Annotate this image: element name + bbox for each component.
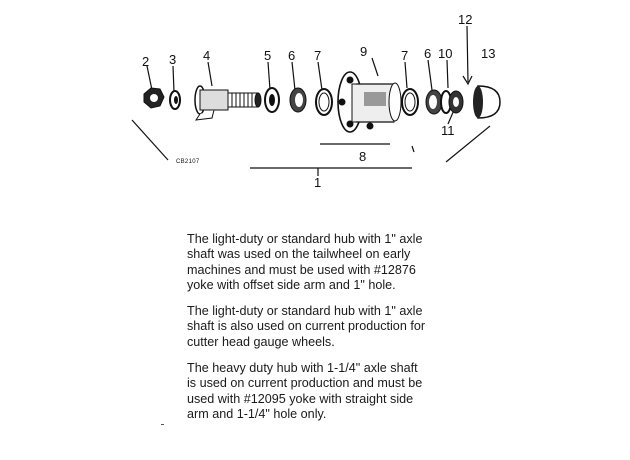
label-part-9: 9 — [360, 44, 367, 59]
label-part-13: 13 — [481, 46, 495, 61]
leader-7b — [404, 61, 408, 89]
bracket-right — [445, 125, 491, 163]
leader-6b — [427, 59, 433, 91]
label-part-8: 8 — [359, 149, 366, 164]
label-part-6b: 6 — [424, 46, 431, 61]
leader-4 — [207, 61, 213, 87]
leader-7a — [317, 61, 323, 91]
washer-part — [169, 90, 181, 110]
leader-5 — [267, 61, 271, 91]
leader-3 — [172, 65, 175, 93]
description-paragraph: The heavy duty hub with 1-1/4" axle shaf… — [187, 361, 423, 421]
label-part-11: 11 — [441, 123, 455, 138]
tick-mark — [411, 145, 415, 153]
hub-part — [337, 71, 402, 133]
description-paragraph: The light-duty or standard hub with 1" a… — [187, 304, 426, 349]
bracket-left — [131, 119, 169, 161]
label-part-5: 5 — [264, 48, 271, 63]
exploded-hub-diagram: 2 3 4 5 6 7 9 7 6 10 12 13 11 8 1 CB2107 — [131, 12, 501, 190]
label-part-7b: 7 — [401, 48, 408, 63]
nut-part — [143, 87, 165, 109]
leader-10 — [446, 59, 449, 89]
bearing-cup-right-part — [401, 88, 419, 116]
description-paragraph: The light-duty or standard hub with 1" a… — [187, 232, 423, 292]
axle-shaft-part — [194, 85, 262, 121]
castle-nut-part — [448, 90, 464, 114]
leader-9 — [371, 57, 379, 77]
seal-part — [264, 87, 280, 113]
stray-mark — [161, 424, 164, 425]
bearing-cup-left-part — [315, 88, 333, 116]
hub-description: The light-duty or standard hub with 1" a… — [187, 232, 487, 433]
label-part-6a: 6 — [288, 48, 295, 63]
label-part-1: 1 — [314, 175, 321, 190]
label-part-10: 10 — [438, 46, 452, 61]
leader-12 — [466, 25, 469, 83]
leader-6a — [291, 61, 296, 91]
bearing-right-part — [425, 89, 443, 115]
label-part-2: 2 — [142, 54, 149, 69]
label-part-3: 3 — [169, 52, 176, 67]
drawing-code: CB2107 — [176, 159, 200, 165]
dust-cap-part — [473, 85, 501, 119]
label-part-4: 4 — [203, 48, 210, 63]
label-part-12: 12 — [458, 12, 472, 27]
leader-2 — [146, 65, 153, 91]
label-part-7a: 7 — [314, 48, 321, 63]
arrow-12 — [462, 75, 473, 86]
bearing-left-part — [289, 87, 307, 113]
